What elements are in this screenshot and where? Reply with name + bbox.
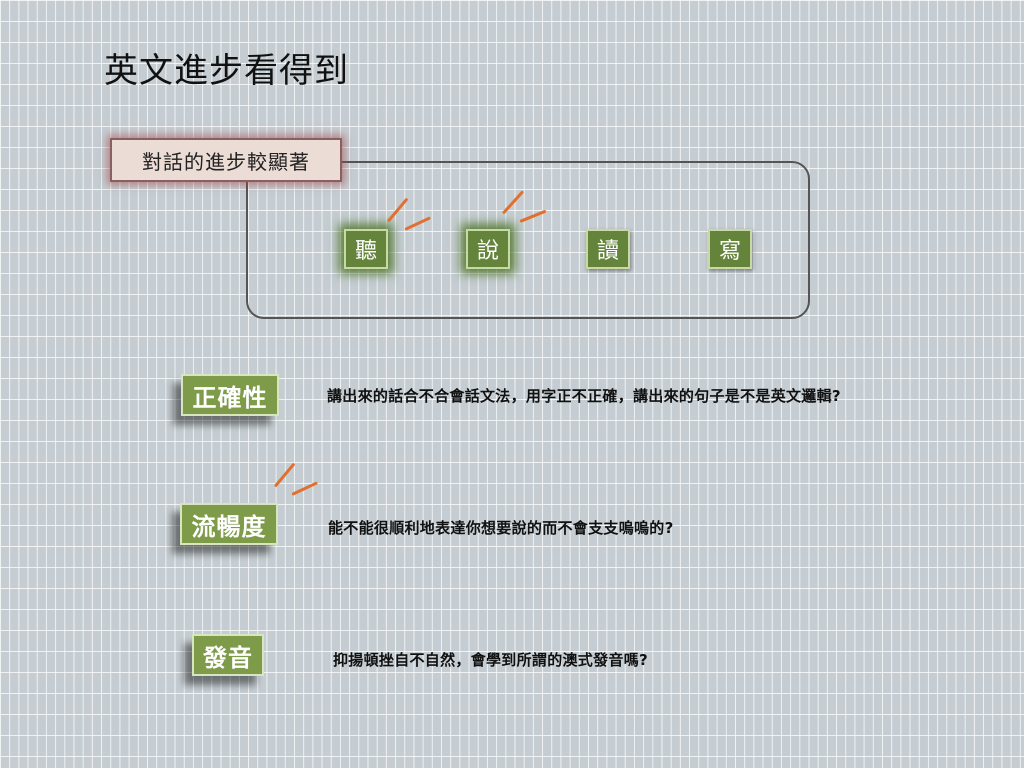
skill-speaking: 說: [466, 229, 510, 269]
accent-mark: [291, 481, 319, 496]
skill-reading: 讀: [586, 229, 630, 269]
criterion-fluency: 流暢度: [180, 503, 278, 545]
skill-writing: 寫: [708, 229, 752, 269]
criterion-pronunciation-description: 抑揚頓挫自不自然，會學到所謂的澳式發音嗎?: [333, 651, 649, 669]
criterion-pronunciation: 發音: [192, 634, 264, 676]
skill-listening: 聽: [344, 229, 388, 269]
accent-mark: [273, 462, 296, 488]
criterion-accuracy: 正確性: [181, 374, 279, 416]
callout-box: 對話的進步較顯著: [110, 138, 342, 182]
skills-frame: [246, 161, 810, 319]
slide-title: 英文進步看得到: [104, 51, 349, 91]
criterion-fluency-description: 能不能很順利地表達你想要說的而不會支支嗚嗚的?: [328, 519, 674, 537]
criterion-accuracy-description: 講出來的話合不合會話文法，用字正不正確，講出來的句子是不是英文邏輯?: [327, 387, 841, 405]
